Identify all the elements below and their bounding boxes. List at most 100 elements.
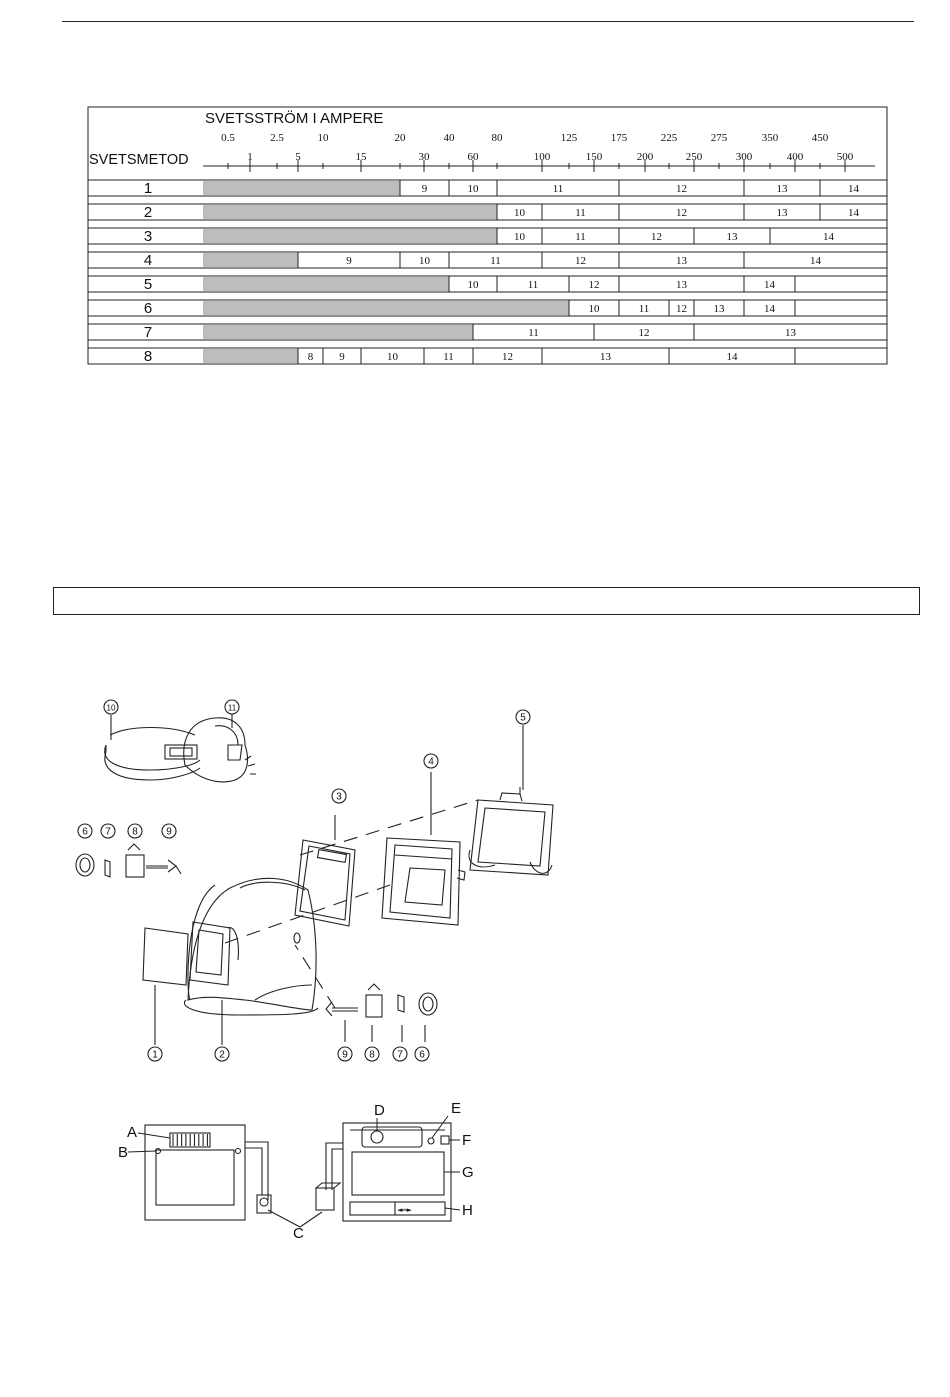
shade-label-11: 11 <box>575 231 586 243</box>
shade-label-13: 13 <box>676 279 688 291</box>
scale-top-label-20: 20 <box>395 132 407 144</box>
shade-label-12: 12 <box>676 207 687 219</box>
method-label: 2 <box>144 204 152 221</box>
part-callout-2: 2 <box>214 1046 230 1062</box>
part-callout-6: 6 <box>77 823 93 839</box>
not-applicable-bar <box>203 253 298 267</box>
scale-top-label-275: 275 <box>711 132 728 144</box>
scale-top-label-350: 350 <box>762 132 779 144</box>
leader-E <box>431 1115 449 1139</box>
shade-label-10: 10 <box>387 351 399 363</box>
not-applicable-bar <box>203 181 400 195</box>
shade-label-10: 10 <box>514 231 526 243</box>
scale-top-label-0.5: 0.5 <box>221 132 235 144</box>
not-applicable-bar <box>203 277 449 291</box>
filter-front-view <box>144 1124 272 1221</box>
shade-label-12: 12 <box>575 255 586 267</box>
scale-top-label-2.5: 2.5 <box>270 132 284 144</box>
not-applicable-bar <box>203 301 569 315</box>
shade-label-11: 11 <box>528 279 539 291</box>
svg-text:9: 9 <box>342 1050 348 1061</box>
filter-cartridge-3 <box>294 839 356 927</box>
shade-label-13: 13 <box>777 207 789 219</box>
part-callout-4: 4 <box>423 753 439 769</box>
shade-label-11: 11 <box>443 351 454 363</box>
method-label: 6 <box>144 300 152 317</box>
svg-text:8: 8 <box>132 827 138 838</box>
detail-label-G: G <box>462 1164 474 1181</box>
shade-label-12: 12 <box>676 183 687 195</box>
left-hardware <box>75 843 182 878</box>
shade-label-11: 11 <box>528 327 539 339</box>
shade-label-14: 14 <box>848 207 860 219</box>
shade-label-12: 12 <box>676 303 687 315</box>
scale-bottom-label-250: 250 <box>686 151 703 163</box>
part-callout-10: 10 <box>103 699 119 715</box>
shade-label-11: 11 <box>639 303 650 315</box>
part-callout-9: 9 <box>161 823 177 839</box>
shade-label-10: 10 <box>589 303 601 315</box>
svg-text:5: 5 <box>520 713 526 724</box>
detail-label-E: E <box>451 1100 461 1117</box>
scale-bottom-label-500: 500 <box>837 151 854 163</box>
scale-bottom-label-5: 5 <box>295 151 301 163</box>
part-callout-8: 8 <box>364 1046 380 1062</box>
scale-top-label-40: 40 <box>444 132 456 144</box>
leader-H <box>444 1207 461 1211</box>
section-heading-box <box>53 587 920 615</box>
header-rule <box>62 21 914 22</box>
part-callout-7: 7 <box>392 1046 408 1062</box>
svg-text:4: 4 <box>428 757 434 768</box>
shade-label-12: 12 <box>639 327 650 339</box>
shade-label-14: 14 <box>764 279 776 291</box>
shade-label-14: 14 <box>810 255 822 267</box>
scale-top-label-10: 10 <box>318 132 330 144</box>
method-label: 8 <box>144 348 152 365</box>
shade-label-13: 13 <box>676 255 688 267</box>
svg-text:6: 6 <box>82 827 88 838</box>
row-header-label: SVETSMETOD <box>89 152 189 168</box>
shade-label-8: 8 <box>308 351 314 363</box>
part-callout-1: 1 <box>147 1046 163 1062</box>
part-callout-8: 8 <box>127 823 143 839</box>
method-label: 4 <box>144 252 152 269</box>
headband-assembly <box>104 717 256 783</box>
shade-label-13: 13 <box>714 303 726 315</box>
shade-label-12: 12 <box>502 351 513 363</box>
shade-label-13: 13 <box>727 231 739 243</box>
svg-text:2: 2 <box>219 1050 225 1061</box>
scale-bottom-label-60: 60 <box>468 151 480 163</box>
shade-label-12: 12 <box>589 279 600 291</box>
scale-top-label-80: 80 <box>492 132 504 144</box>
shade-label-10: 10 <box>468 183 480 195</box>
not-applicable-bar <box>203 229 497 243</box>
part-callout-7: 7 <box>100 823 116 839</box>
svg-text:8: 8 <box>369 1050 375 1061</box>
shade-label-11: 11 <box>490 255 501 267</box>
scale-bottom-label-30: 30 <box>419 151 431 163</box>
button-glyph: ◄═► <box>397 1206 413 1214</box>
scale-bottom-label-100: 100 <box>534 151 551 163</box>
detail-label-B: B <box>118 1144 128 1161</box>
part-callout-9: 9 <box>337 1046 353 1062</box>
scale-bottom-label-1: 1 <box>247 151 253 163</box>
svg-text:7: 7 <box>397 1050 403 1061</box>
shade-label-9: 9 <box>339 351 345 363</box>
front-cover-plate-1 <box>142 927 189 986</box>
shade-label-11: 11 <box>575 207 586 219</box>
scale-top-label-125: 125 <box>561 132 578 144</box>
part-callout-5: 5 <box>515 709 531 725</box>
svg-text:7: 7 <box>105 827 111 838</box>
svg-text:9: 9 <box>166 827 172 838</box>
detail-label-H: H <box>462 1202 473 1219</box>
svg-text:6: 6 <box>419 1050 425 1061</box>
part-callout-11: 11 <box>224 699 240 715</box>
not-applicable-bar <box>203 205 497 219</box>
shade-label-14: 14 <box>848 183 860 195</box>
detail-label-C: C <box>293 1225 304 1242</box>
